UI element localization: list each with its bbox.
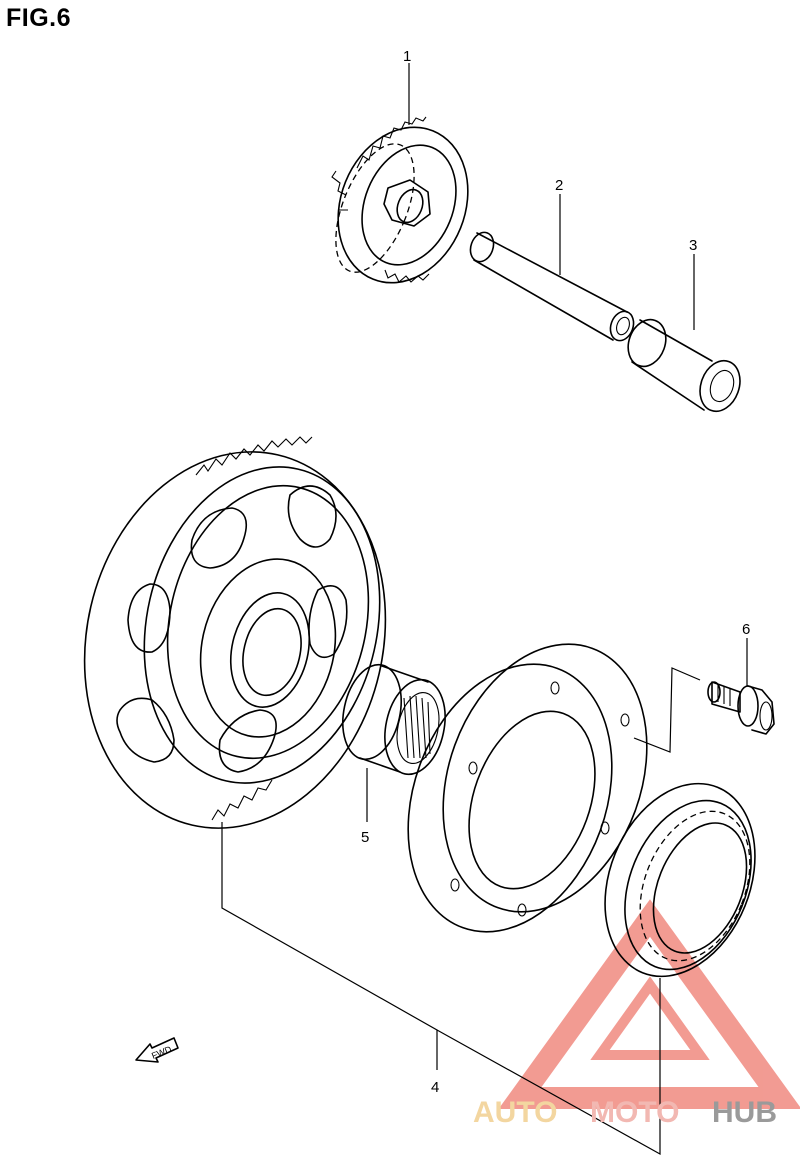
watermark-auto: AUTO <box>473 1096 557 1129</box>
part-1-small-gear <box>331 116 469 284</box>
callout-6: 6 <box>742 621 750 638</box>
fwd-arrow-icon: FWD <box>135 1037 179 1063</box>
part-4-one-way-clutch <box>604 782 756 978</box>
part-2-shaft <box>469 231 635 342</box>
part-5-needle-bearing <box>342 663 446 776</box>
watermark-moto: MOTO <box>590 1096 679 1129</box>
watermark-logo <box>498 899 800 1109</box>
callout-1: 1 <box>403 48 411 65</box>
leader-lines <box>221 63 748 1156</box>
callout-2: 2 <box>555 177 563 194</box>
part-4-large-gear <box>83 436 387 829</box>
callout-3: 3 <box>689 237 697 254</box>
part-4-clutch-housing <box>407 643 648 933</box>
callout-4: 4 <box>431 1079 439 1096</box>
figure-title: FIG.6 <box>6 4 72 32</box>
fwd-label: FWD <box>150 1044 173 1061</box>
watermark-text: AUTO MOTO HUB <box>473 1096 777 1129</box>
callout-5: 5 <box>361 829 369 846</box>
watermark-hub: HUB <box>712 1096 777 1129</box>
part-6-bolt <box>707 681 775 735</box>
part-3-sleeve <box>627 318 741 413</box>
